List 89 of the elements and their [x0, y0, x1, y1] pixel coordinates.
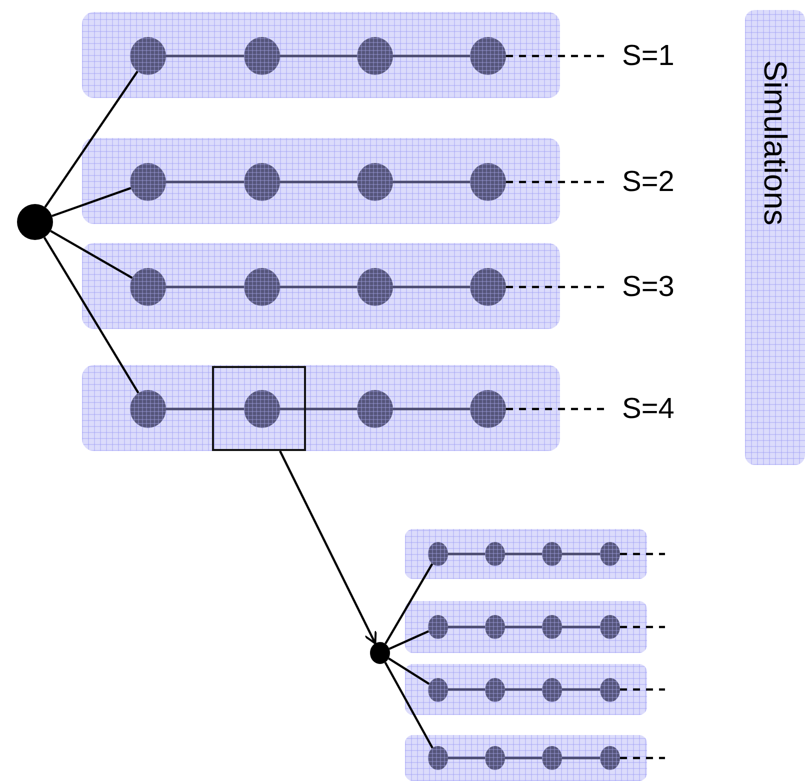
node-circle	[470, 268, 506, 306]
node-circle	[370, 642, 390, 664]
connector-line	[52, 187, 132, 218]
connector-line	[505, 626, 542, 628]
simulation-band	[405, 735, 647, 781]
node-circle	[542, 542, 562, 566]
node-circle	[470, 163, 506, 201]
simulation-label: S=2	[606, 160, 716, 204]
connector-line	[393, 54, 470, 58]
node-circle	[357, 268, 393, 306]
simulation-band	[405, 664, 647, 715]
node-circle	[428, 746, 448, 770]
node-circle	[485, 615, 505, 639]
node-circle	[485, 678, 505, 702]
node-circle	[130, 163, 166, 201]
dashed-line	[620, 552, 665, 556]
dashed-line	[506, 408, 606, 410]
connector-line	[505, 688, 542, 691]
node-circle	[600, 746, 620, 770]
connector-line	[448, 756, 485, 760]
node-circle	[600, 542, 620, 566]
connector-line	[280, 180, 357, 184]
connector-line	[280, 54, 357, 58]
node-circle	[130, 390, 166, 428]
simulation-label: S=4	[606, 387, 716, 431]
connector-line	[166, 180, 244, 184]
simulation-band	[82, 243, 560, 329]
connector-line	[280, 286, 357, 288]
connector-line	[50, 230, 133, 279]
node-circle	[130, 268, 166, 306]
dashed-line	[620, 756, 665, 760]
category-label: Simulations	[745, 10, 805, 465]
node-circle	[17, 204, 53, 240]
node-circle	[542, 615, 562, 639]
node-circle	[130, 37, 166, 75]
node-circle	[600, 678, 620, 702]
simulation-band	[405, 601, 647, 653]
connector-line	[448, 688, 485, 691]
simulation-band	[82, 365, 560, 451]
connector-line	[448, 626, 485, 628]
node-circle	[485, 746, 505, 770]
node-circle	[428, 542, 448, 566]
node-circle	[244, 37, 280, 75]
dashed-line	[506, 286, 606, 288]
connector-line	[393, 408, 470, 410]
connector-line	[166, 286, 244, 288]
node-circle	[357, 37, 393, 75]
connector-line	[384, 563, 434, 644]
connector-line	[44, 70, 138, 208]
simulation-band	[405, 529, 647, 579]
node-circle	[244, 268, 280, 306]
connector-line	[166, 408, 244, 410]
node-circle	[428, 678, 448, 702]
connector-line	[562, 756, 600, 760]
node-circle	[357, 390, 393, 428]
connector-line	[393, 286, 470, 288]
connector-line	[280, 408, 357, 410]
connector-line	[384, 662, 434, 749]
arrow	[279, 450, 377, 644]
simulation-label: S=1	[606, 34, 716, 78]
connector-line	[562, 552, 600, 556]
node-circle	[428, 615, 448, 639]
dashed-line	[620, 626, 665, 628]
connector-line	[43, 236, 140, 394]
connector-line	[393, 180, 470, 184]
simulation-band	[82, 12, 560, 98]
node-circle	[470, 37, 506, 75]
connector-line	[562, 688, 600, 691]
connector-line	[166, 54, 244, 58]
node-circle	[600, 615, 620, 639]
connector-line	[505, 756, 542, 760]
node-circle	[244, 390, 280, 428]
connector-line	[388, 630, 430, 650]
node-circle	[542, 746, 562, 770]
simulation-band	[82, 138, 560, 224]
selection-box	[212, 366, 306, 451]
connector-line	[388, 658, 430, 685]
connector-line	[562, 626, 600, 628]
simulation-label: S=3	[606, 265, 716, 309]
node-circle	[357, 163, 393, 201]
dashed-line	[506, 54, 606, 58]
connector-line	[505, 552, 542, 556]
node-circle	[485, 542, 505, 566]
dashed-line	[620, 688, 665, 691]
connector-line	[448, 552, 485, 556]
node-circle	[542, 678, 562, 702]
dashed-line	[506, 180, 606, 184]
node-circle	[244, 163, 280, 201]
node-circle	[470, 390, 506, 428]
